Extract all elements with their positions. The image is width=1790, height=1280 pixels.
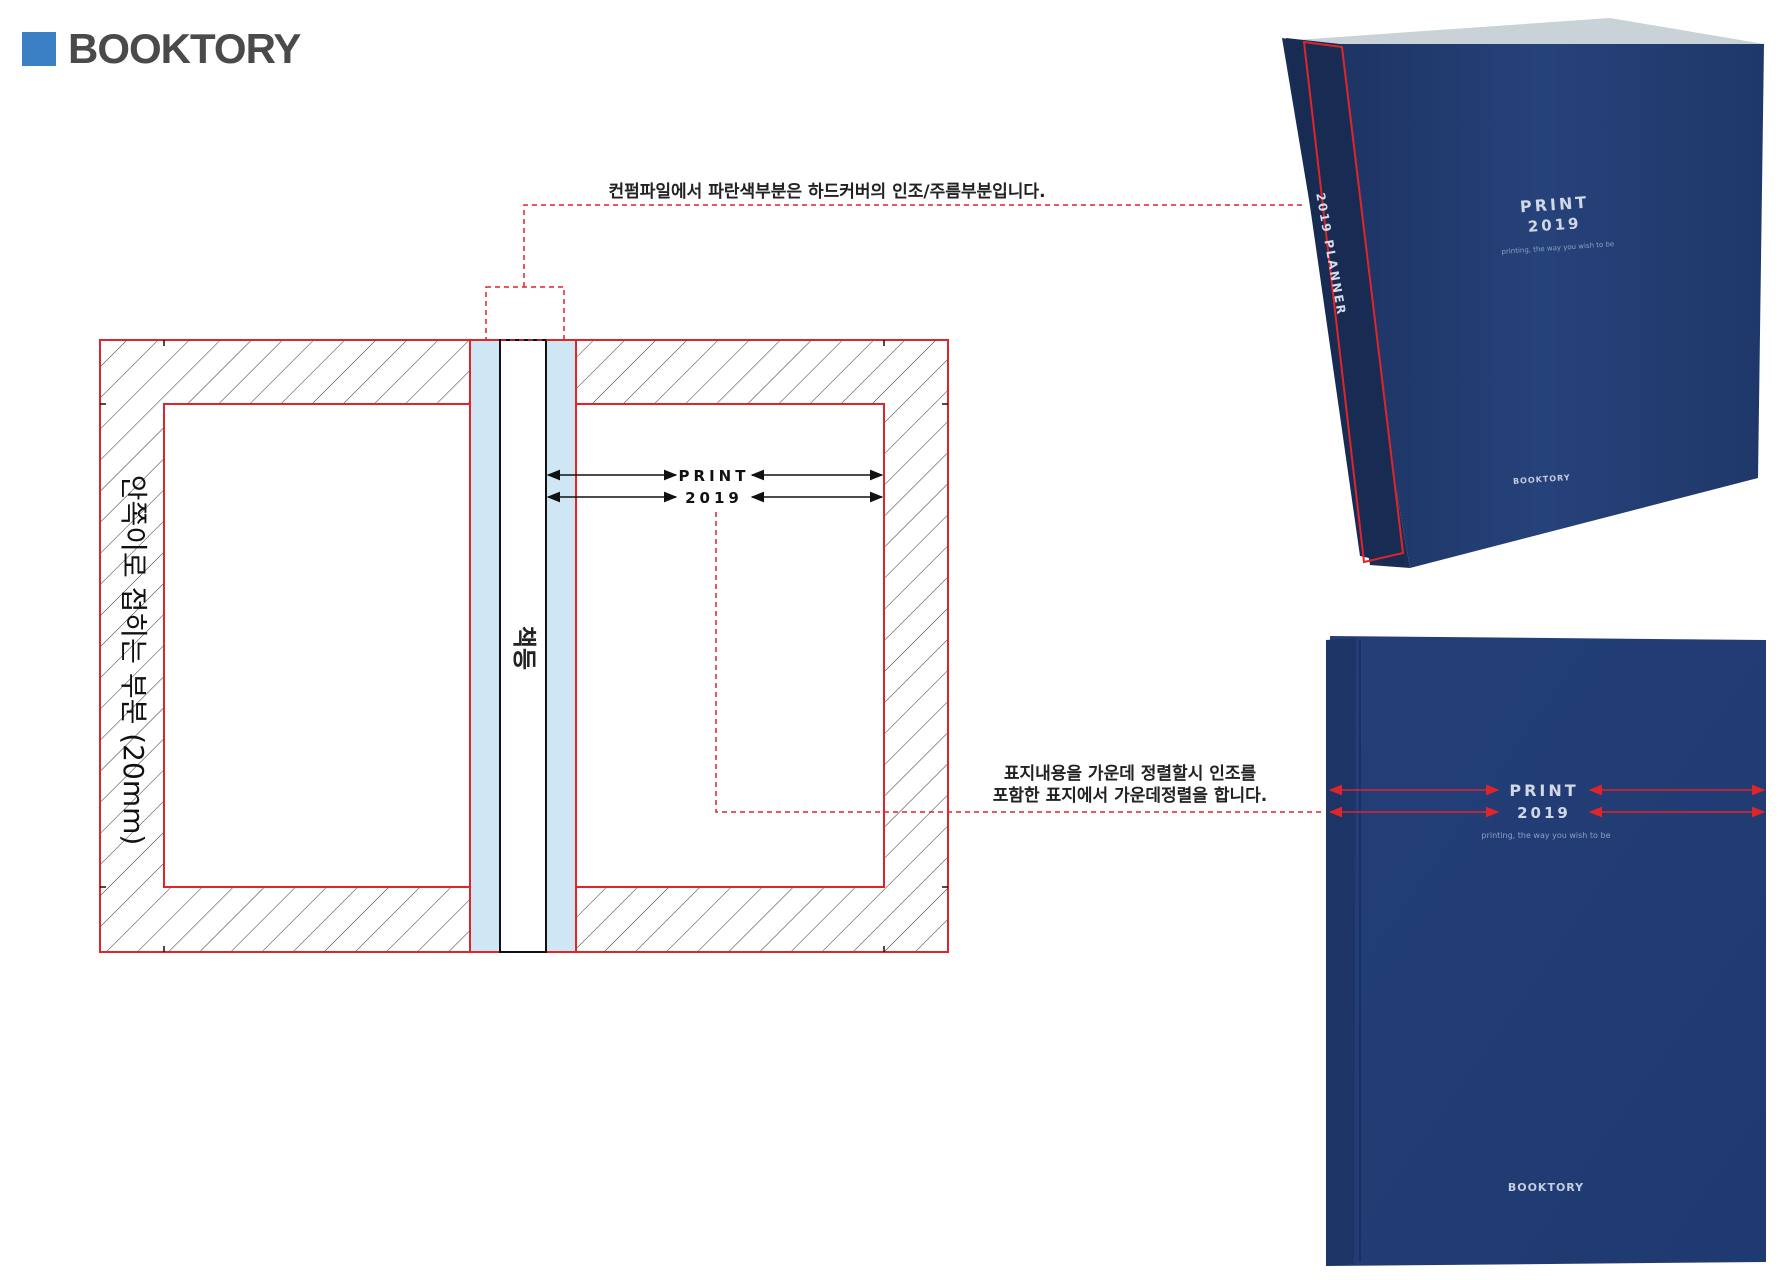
book-front-cover (1318, 44, 1764, 568)
spine-board (499, 339, 547, 953)
book-angled-photo: 2019 PLANNER PRINT 2019 printing, the wa… (1282, 18, 1764, 568)
center-measure-arrows (546, 469, 884, 503)
book-front-tagline: printing, the way you wish to be (1481, 831, 1610, 840)
left-fold-area (100, 340, 470, 952)
booktory-logo: BOOKTORY (22, 25, 301, 72)
logo-text: BOOKTORY (68, 25, 301, 72)
book-front-body (1326, 636, 1766, 1266)
right-fold-area (576, 340, 948, 952)
book-spine-highlight (1302, 40, 1405, 564)
spine-annotation: 컨펌파일에서 파란색부분은 하드커버의 인조/주름부분입니다. (608, 182, 1045, 202)
book-front-year: 2019 (1517, 804, 1571, 822)
book-top-title: PRINT (1519, 193, 1589, 217)
front-measure-arrows (1328, 784, 1766, 818)
crop-marks (100, 340, 948, 952)
spine-top-dashed-box (485, 286, 565, 341)
cover-template: 책등 안쪽이로 접히는 부분 (20mm) PRINT 2019 (99, 286, 949, 953)
book-front-photo: PRINT 2019 printing, the way you wish to… (1326, 636, 1766, 1266)
leader-lines (523, 204, 1324, 813)
left-inner-trim (163, 403, 470, 888)
book-top-year: 2019 (1527, 214, 1582, 236)
book-front-title: PRINT (1509, 781, 1578, 800)
template-year-text: 2019 (685, 489, 743, 507)
spine-leader-line (523, 204, 1302, 287)
logo-square-icon (22, 32, 56, 66)
spine-cloth-right (545, 339, 577, 953)
template-print-text: PRINT (679, 467, 750, 485)
center-leader-line (715, 512, 1324, 813)
right-inner-trim (576, 403, 885, 888)
center-annotation-line1: 표지내용을 가운데 정렬할시 인조를 (1004, 763, 1257, 784)
fold-label: 안쪽이로 접히는 부분 (20mm) (117, 475, 150, 846)
center-annotation-line2: 포함한 표지에서 가운데정렬을 합니다. (993, 785, 1267, 806)
spine-cloth-left (469, 339, 501, 953)
book-spine (1286, 38, 1405, 566)
book-pages-top (1296, 18, 1764, 50)
book-top-brand: BOOKTORY (1513, 473, 1571, 486)
book-front-spine-edge (1326, 638, 1356, 1266)
book-front-brand: BOOKTORY (1508, 1181, 1584, 1194)
spine-label: 책등 (510, 626, 538, 670)
